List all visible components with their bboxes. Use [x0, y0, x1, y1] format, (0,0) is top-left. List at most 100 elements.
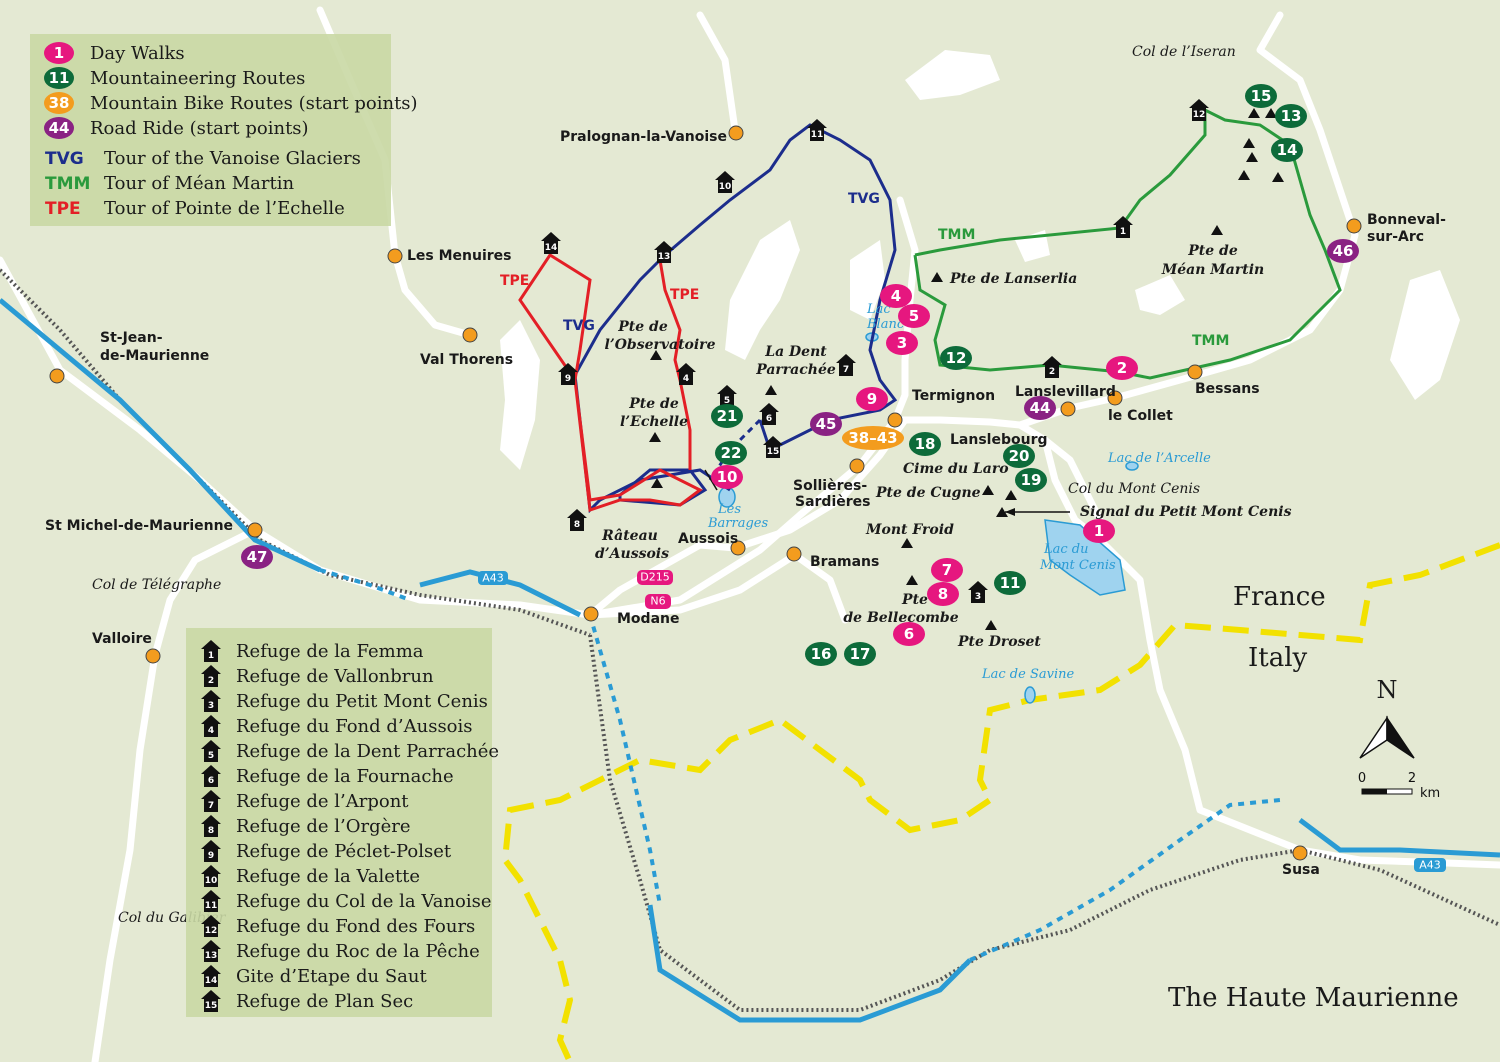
water-label-lac-savine: Lac de Savine — [981, 667, 1074, 682]
route-badge-day: 8 — [927, 582, 959, 606]
map-hut: 8 — [567, 509, 587, 531]
refuge-name: Refuge de la Femma — [236, 641, 424, 662]
badge-shape — [893, 622, 925, 646]
refuge-row: 1 Refuge de la Femma — [201, 640, 424, 662]
water-label-lac-arcelle: Lac de l’Arcelle — [1107, 451, 1211, 466]
legend-badge-number: 11 — [49, 69, 70, 87]
route-badge-mtn: 14 — [1271, 138, 1303, 162]
badge-shape — [898, 304, 930, 328]
country-label-france: France — [1233, 582, 1326, 612]
map-hut: 10 — [715, 171, 735, 193]
refuge-rows: 1 Refuge de la Femma 2 Refuge de Vallonbrun… — [201, 640, 499, 1012]
hut-number: 4 — [683, 374, 689, 384]
badge-number: 19 — [1021, 471, 1042, 489]
route-label-tmm: TMM — [1192, 333, 1229, 349]
badge-number: 38–43 — [848, 429, 897, 447]
legend-badge-number: 38 — [49, 94, 70, 112]
refuge-name: Refuge de la Fournache — [236, 766, 454, 787]
route-tpe-west — [518, 252, 703, 513]
legend-tour-abbr: TPE — [45, 199, 81, 219]
badge-number: 8 — [938, 585, 948, 603]
refuge-legend-panel: 1 Refuge de la Femma 2 Refuge de Vallonbrun… — [186, 628, 499, 1017]
route-label-tpe: TPE — [500, 273, 529, 289]
signal-arrow-head — [1005, 508, 1015, 516]
rateau-arrow-line — [704, 469, 718, 491]
badge-shape — [886, 331, 918, 355]
route-badge-mtn: 12 — [940, 346, 972, 370]
badge-number: 16 — [811, 645, 832, 663]
pass-label-telegraphe: Col de Télégraphe — [92, 577, 221, 593]
refuge-name: Refuge de la Valette — [236, 866, 420, 887]
hut-number: 2 — [208, 676, 214, 686]
hut-number: 8 — [574, 520, 580, 530]
svg-text:N6: N6 — [650, 595, 665, 608]
hut-number: 10 — [719, 182, 732, 192]
map-hut: 6 — [759, 403, 779, 425]
hut-number: 1 — [208, 651, 214, 661]
badge-number: 44 — [1030, 399, 1051, 417]
pass-label-mont-cenis: Col du Mont Cenis — [1068, 481, 1200, 497]
compass-needle-right — [1386, 715, 1415, 759]
legend-tour-abbr: TMM — [45, 174, 90, 194]
badge-shape — [880, 284, 912, 308]
hut-number: 12 — [1193, 110, 1206, 120]
map-hut: 5 — [717, 385, 737, 407]
map-hut: 11 — [807, 119, 827, 141]
scale-end: 2 — [1408, 771, 1416, 786]
badge-number: 6 — [904, 625, 914, 643]
refuge-name: Refuge du Fond des Fours — [236, 916, 475, 937]
hut-number: 2 — [1049, 367, 1055, 377]
hut-number: 11 — [811, 130, 824, 140]
badge-shape — [711, 404, 743, 428]
hut-number: 13 — [658, 252, 671, 262]
refuge-name: Refuge de l’Orgère — [236, 816, 411, 837]
refuge-name: Refuge de la Dent Parrachée — [236, 741, 499, 762]
badge-number: 22 — [721, 444, 742, 462]
route-badge-bike: 38–43 — [842, 426, 904, 450]
route-badge-mtn: 22 — [715, 441, 747, 465]
badge-shape — [856, 387, 888, 411]
town-label-bonneval: Bonneval-sur-Arc — [1367, 212, 1446, 245]
badge-shape — [715, 441, 747, 465]
hut-number: 13 — [205, 951, 218, 961]
badge-shape — [1271, 138, 1303, 162]
route-badge-day: 10 — [711, 465, 743, 489]
route-badge-day: 6 — [893, 622, 925, 646]
france-italy-border — [501, 542, 1500, 1062]
route-label-tvg: TVG — [848, 191, 880, 207]
badge-shape — [1275, 104, 1307, 128]
route-badge-day: 4 — [880, 284, 912, 308]
svg-text:A43: A43 — [1419, 859, 1441, 872]
peak-label-droset: Pte Droset — [957, 634, 1041, 650]
refuge-name: Refuge du Fond d’Aussois — [236, 716, 473, 737]
refuge-name: Refuge de Vallonbrun — [236, 666, 434, 687]
town-markers — [49, 125, 1362, 861]
badge-shape — [810, 412, 842, 436]
map-hut: 12 — [1189, 99, 1209, 121]
hut-number: 8 — [208, 826, 214, 836]
refuge-row: 8 Refuge de l’Orgère — [201, 815, 411, 837]
hut-number: 15 — [205, 1001, 218, 1011]
badge-shape — [1024, 396, 1056, 420]
badge-shape — [1003, 444, 1035, 468]
badge-shape — [927, 582, 959, 606]
map-title: The Haute Maurienne — [1168, 983, 1459, 1013]
badge-shape — [1327, 239, 1359, 263]
lac-arcelle — [1125, 461, 1139, 471]
country-label-italy: Italy — [1248, 643, 1308, 673]
route-label-tmm: TMM — [938, 227, 975, 243]
